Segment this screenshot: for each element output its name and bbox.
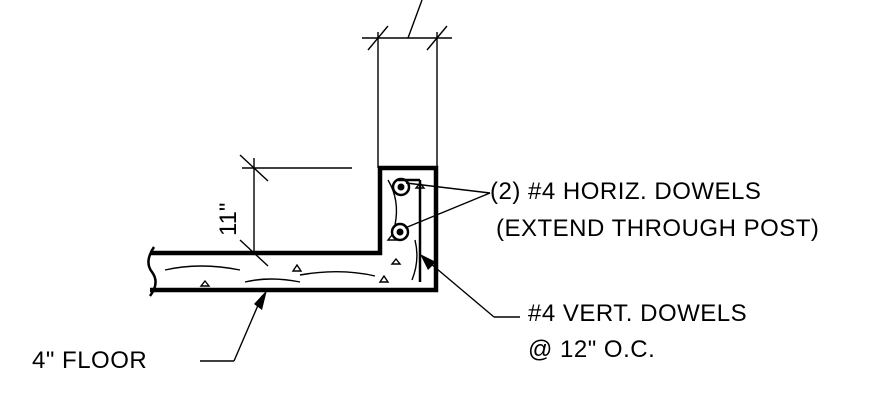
height-dimension	[239, 154, 352, 267]
vert-dowel-bar	[398, 178, 422, 282]
horiz-dowels-label-line2: (EXTEND THROUGH POST)	[496, 215, 819, 242]
horiz-dowels-leader	[404, 182, 491, 229]
horiz-dowels-label-line1: (2) #4 HORIZ. DOWELS	[490, 178, 761, 205]
concrete-hatch	[164, 179, 426, 287]
floor-leader	[200, 290, 267, 362]
floor-label: 4" FLOOR	[32, 347, 147, 374]
vert-dowels-leader	[420, 254, 520, 318]
horiz-dowel-top	[391, 177, 411, 197]
dimension-label: 11"	[215, 203, 242, 236]
vert-dowels-label-line2: @ 12" O.C.	[528, 336, 655, 363]
horiz-dowel-bottom	[390, 222, 410, 242]
post-outline	[377, 32, 438, 168]
post-width-dimension	[362, 0, 452, 51]
vert-dowels-label-line1: #4 VERT. DOWELS	[528, 300, 747, 327]
slab-and-curb-outline	[147, 165, 439, 297]
